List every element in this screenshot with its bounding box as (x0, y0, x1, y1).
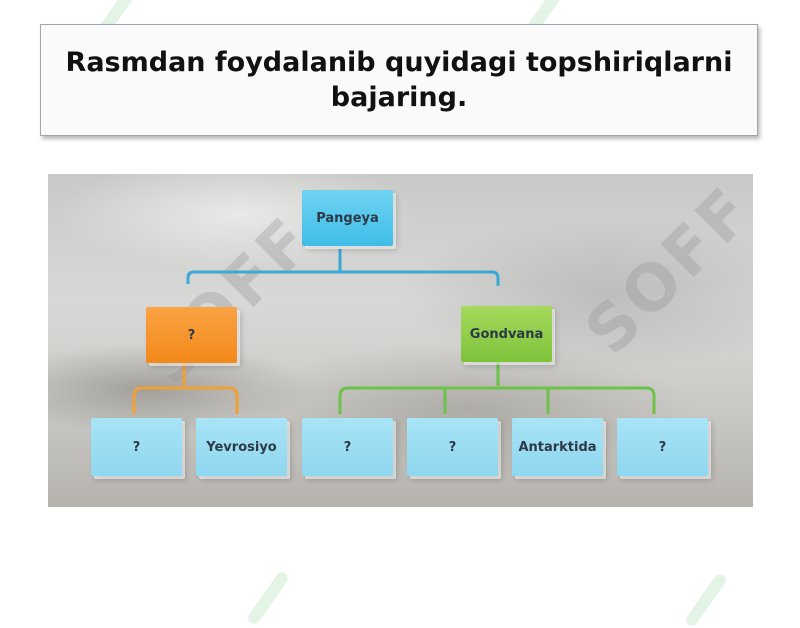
leaf-node-yevrosiyo: Yevrosiyo (196, 418, 287, 476)
connector-lines (132, 249, 656, 414)
title-box: Rasmdan foydalanib quyidagi topshiriqlar… (40, 24, 758, 136)
watermark-stroke (245, 569, 291, 627)
diagram-scene: SOFF SOFF Pangeya ? Gondvana ? Yevrosiyo… (48, 174, 753, 507)
leaf-node-antarktida: Antarktida (512, 418, 603, 476)
connector-green (338, 362, 656, 414)
leaf-node-4: ? (407, 418, 498, 476)
connector-root (186, 249, 500, 286)
leaf-node-3: ? (302, 418, 393, 476)
node-unknown-continent: ? (146, 307, 237, 363)
node-gondvana: Gondvana (461, 306, 552, 362)
leaf-node-6: ? (617, 418, 708, 476)
connector-orange (132, 362, 239, 414)
page-title: Rasmdan foydalanib quyidagi topshiriqlar… (65, 46, 733, 113)
node-pangeya: Pangeya (302, 190, 393, 246)
leaf-node-1: ? (91, 418, 182, 476)
